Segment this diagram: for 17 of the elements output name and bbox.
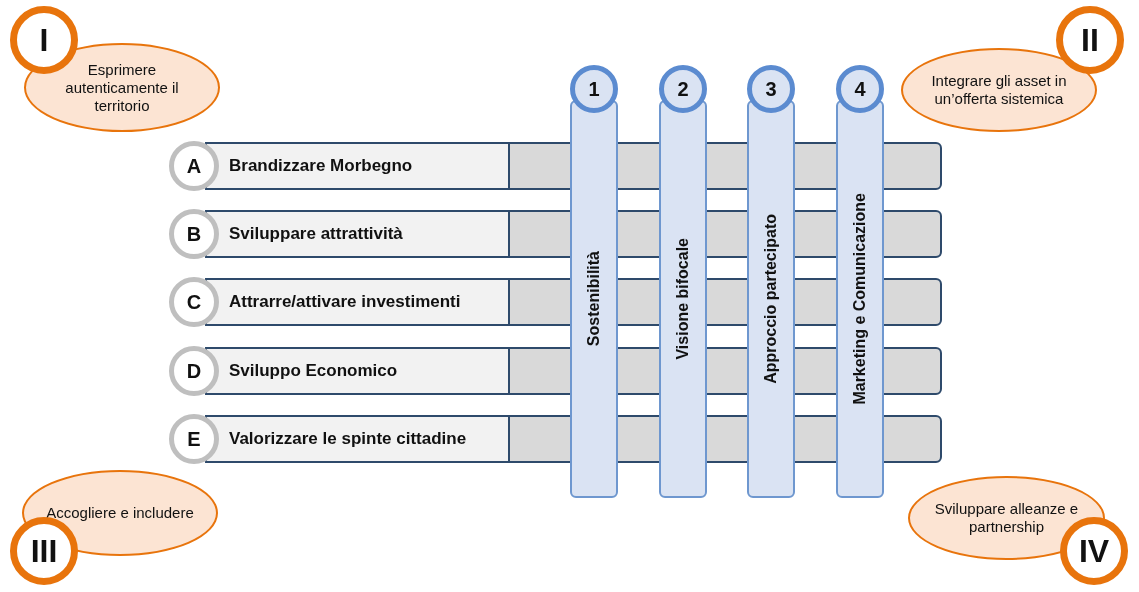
roman-numeral-circle: I xyxy=(10,6,78,74)
roman-numeral-circle: II xyxy=(1056,6,1124,74)
letter-circle: B xyxy=(169,209,219,259)
letter-circle: C xyxy=(169,277,219,327)
number-circle: 4 xyxy=(836,65,884,113)
number-circle: 2 xyxy=(659,65,707,113)
vertical-column-bar xyxy=(747,100,795,498)
number-circle: 3 xyxy=(747,65,795,113)
vertical-column-bar xyxy=(570,100,618,498)
letter-circle: E xyxy=(169,414,219,464)
number-circle: 1 xyxy=(570,65,618,113)
roman-numeral-circle: IV xyxy=(1060,517,1128,585)
letter-circle: D xyxy=(169,346,219,396)
vertical-column-bar xyxy=(836,100,884,498)
vertical-column-bar xyxy=(659,100,707,498)
letter-circle: A xyxy=(169,141,219,191)
roman-numeral-circle: III xyxy=(10,517,78,585)
